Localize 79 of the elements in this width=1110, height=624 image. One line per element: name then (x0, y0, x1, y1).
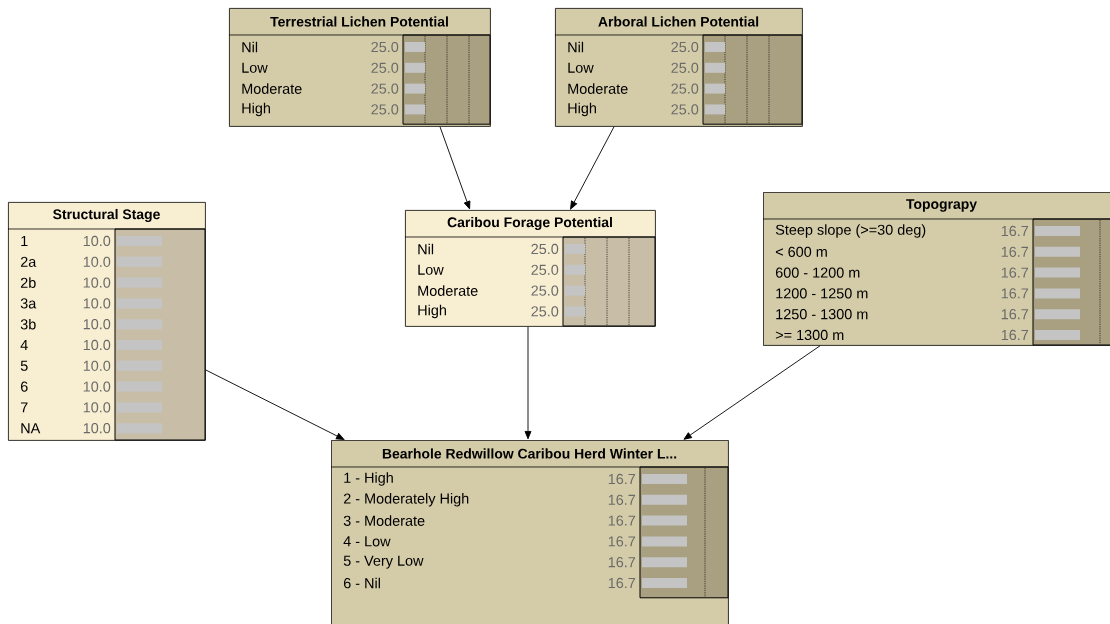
state-label: >= 1300 m (775, 329, 844, 341)
state-label: 2 - Moderately High (343, 493, 469, 507)
state-label: 6 (20, 381, 28, 392)
node-title: Arboral Lichen Potential (598, 16, 759, 27)
state-label: Moderate (568, 83, 628, 94)
node-title: Bearhole Redwillow Caribou Herd Winter L... (382, 448, 677, 459)
state-label: 1 - High (344, 472, 393, 486)
state-label: 1 (21, 236, 28, 246)
probability-value: 25.0 (671, 41, 699, 53)
state-label: Nil (418, 243, 434, 255)
probability-value: 10.0 (83, 339, 111, 351)
probability-value: 25.0 (371, 41, 399, 53)
probability-value: 10.0 (83, 277, 111, 288)
state-label: High (568, 102, 596, 117)
state-label: Low (242, 62, 268, 73)
probability-value: 25.0 (371, 62, 399, 73)
probability-value: 10.0 (83, 381, 111, 392)
probability-value: 25.0 (671, 62, 699, 73)
node-title: Topograpy (906, 199, 977, 212)
probability-value: 16.7 (1001, 225, 1029, 237)
node-title: Terrestrial Lichen Potential (270, 16, 448, 27)
probability-value: 16.7 (608, 515, 636, 526)
probability-value: 16.7 (608, 577, 636, 589)
state-label: 1250 - 1300 m (776, 309, 868, 320)
probability-value: 25.0 (671, 104, 699, 115)
arrow (205, 369, 345, 440)
probability-value: 10.0 (83, 360, 111, 371)
probability-value: 25.0 (531, 264, 559, 275)
state-label: NA (21, 423, 41, 434)
state-label: Nil (568, 41, 584, 53)
probability-value: 16.7 (608, 536, 636, 547)
probability-value: 10.0 (83, 256, 111, 267)
state-label: 4 - Low (343, 536, 391, 547)
probability-value: 16.7 (608, 494, 636, 505)
state-label: High (242, 102, 270, 117)
state-label: 600 - 1200 m (775, 267, 860, 278)
node-title: Caribou Forage Potential (447, 216, 612, 230)
state-label: 1200 - 1250 m (776, 288, 868, 299)
probability-value: 25.0 (531, 306, 559, 317)
state-label: High (418, 304, 446, 319)
state-label: 3b (20, 318, 36, 330)
probability-value: 16.7 (1001, 309, 1029, 320)
state-label: 4 (20, 340, 28, 350)
state-label: 3a (20, 298, 37, 309)
state-label: 2a (20, 256, 37, 267)
arrow (683, 345, 821, 440)
arrow (570, 126, 615, 210)
state-label: Nil (242, 41, 258, 53)
probability-value: 16.7 (1001, 246, 1029, 257)
state-label: 5 - Very Low (343, 555, 424, 569)
node-title: Structural Stage (53, 208, 160, 222)
state-label: 7 (20, 402, 28, 413)
state-label: Moderate (418, 285, 478, 296)
probability-value: 16.7 (1001, 329, 1029, 341)
probability-value: 10.0 (83, 298, 111, 309)
probability-value: 16.7 (608, 473, 636, 485)
probability-value: 10.0 (83, 402, 111, 413)
probability-value: 10.0 (83, 423, 111, 434)
probability-value: 25.0 (531, 243, 559, 255)
probability-value: 16.7 (1001, 267, 1029, 278)
state-label: 6 - Nil (343, 577, 380, 589)
probability-value: 10.0 (83, 235, 111, 247)
probability-value: 16.7 (608, 557, 636, 568)
state-label: Steep slope (>=30 deg) (775, 224, 926, 238)
state-label: Low (568, 62, 594, 73)
probability-value: 25.0 (671, 83, 699, 94)
state-label: 3 - Moderate (343, 515, 425, 526)
state-label: 5 (20, 360, 28, 371)
probability-value: 25.0 (531, 285, 559, 296)
state-label: 2b (20, 277, 36, 288)
state-label: < 600 m (775, 246, 827, 257)
probability-value: 10.0 (83, 319, 111, 330)
probability-value: 16.7 (1001, 288, 1029, 299)
probability-value: 25.0 (371, 83, 399, 94)
state-label: Moderate (242, 83, 302, 94)
state-label: Low (418, 264, 444, 275)
arrow (524, 326, 532, 440)
probability-value: 25.0 (371, 104, 399, 115)
arrow (439, 126, 471, 210)
